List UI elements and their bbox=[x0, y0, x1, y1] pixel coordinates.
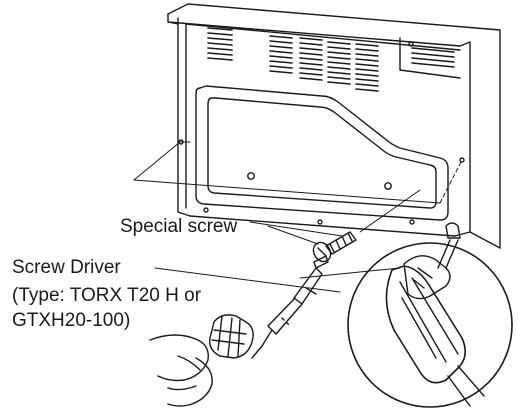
appliance-back-panel bbox=[167, 3, 501, 249]
screw-driver-type-label-line2: GTXH20-100) bbox=[12, 310, 131, 331]
leader-lines bbox=[154, 225, 341, 293]
screw-driver-type-label-line1: (Type: TORX T20 H or bbox=[12, 285, 202, 306]
screwdriver bbox=[251, 255, 329, 359]
special-screw-label: Special screw bbox=[120, 216, 238, 237]
right-foot-screw bbox=[437, 222, 461, 269]
hand-icon bbox=[149, 314, 254, 407]
ventilation-slots bbox=[207, 27, 455, 92]
guide-lines bbox=[133, 141, 463, 279]
screw-driver-label: Screw Driver bbox=[12, 257, 121, 278]
torx-screw-head-closeup-icon bbox=[347, 242, 513, 408]
